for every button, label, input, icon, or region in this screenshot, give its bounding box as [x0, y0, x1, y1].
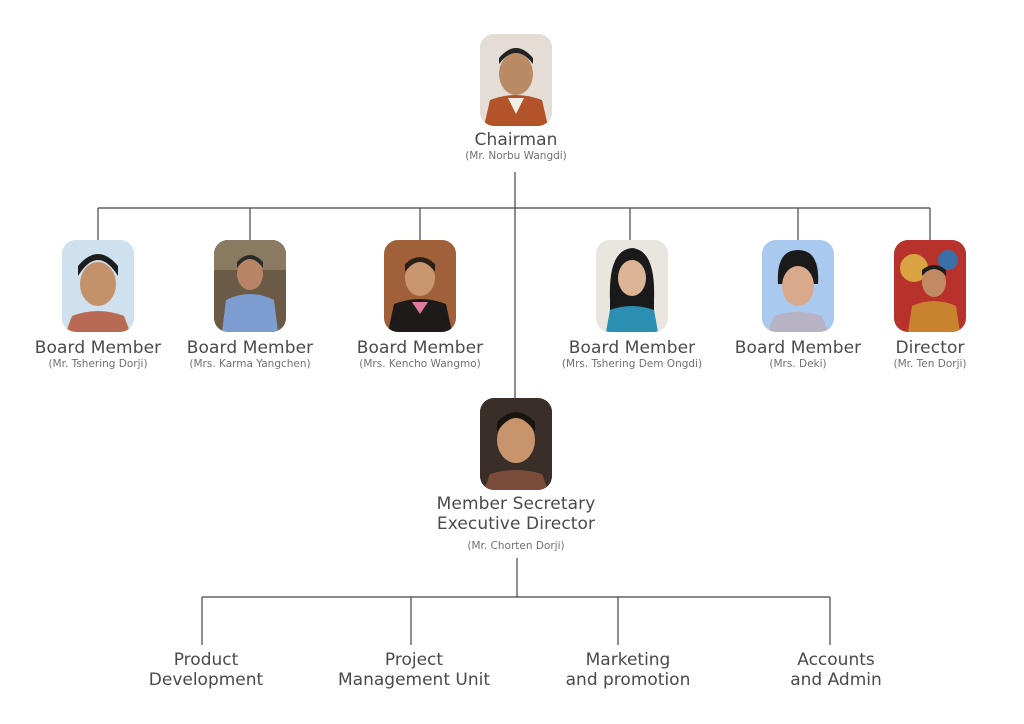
dept-accounts-admin: Accounts and Admin — [790, 650, 882, 690]
dept-product-development: Product Development — [148, 650, 264, 690]
director-title: Director — [895, 338, 965, 358]
board-member-title: Board Member — [186, 338, 314, 358]
chairman-photo — [480, 34, 552, 126]
secretary-photo — [480, 398, 552, 490]
chairman-title: Chairman — [474, 130, 558, 150]
board-member-photo — [596, 240, 668, 332]
director-name: (Mr. Ten Dorji) — [893, 358, 967, 370]
board-member-photo — [762, 240, 834, 332]
board-member-name: (Mr. Tshering Dorji) — [48, 358, 148, 370]
board-member-name: (Mrs. Kencho Wangmo) — [359, 358, 481, 370]
chairman-name: (Mr. Norbu Wangdi) — [465, 150, 567, 162]
dept-marketing-promotion: Marketing and promotion — [565, 650, 691, 690]
board-member-photo — [62, 240, 134, 332]
secretary-title-line2: Executive Director — [436, 514, 596, 534]
board-member-title: Board Member — [34, 338, 162, 358]
board-member-title: Board Member — [568, 338, 696, 358]
director-photo — [894, 240, 966, 332]
secretary-title-line1: Member Secretary — [436, 494, 596, 514]
dept-project-management-unit: Project Management Unit — [338, 650, 490, 690]
board-member-name: (Mrs. Karma Yangchen) — [189, 358, 311, 370]
board-member-photo — [214, 240, 286, 332]
secretary-name: (Mr. Chorten Dorji) — [467, 540, 565, 552]
board-member-photo — [384, 240, 456, 332]
board-member-title: Board Member — [356, 338, 484, 358]
board-member-name: (Mrs. Deki) — [769, 358, 827, 370]
board-member-name: (Mrs. Tshering Dem Ongdi) — [561, 358, 703, 370]
board-member-title: Board Member — [734, 338, 862, 358]
secretary-title: Member Secretary Executive Director — [396, 494, 636, 534]
